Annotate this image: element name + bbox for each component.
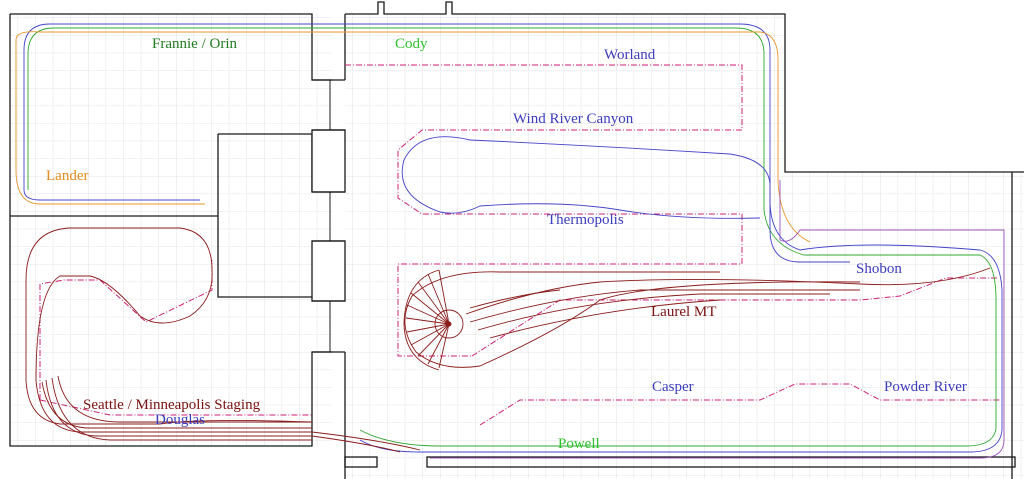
thermopolis-loop <box>469 139 850 263</box>
mainline-orange <box>15 31 811 243</box>
label-worland: Worland <box>604 47 656 63</box>
doorway-lower <box>311 240 346 302</box>
staging-yard-tracks <box>25 227 421 453</box>
track-lines <box>15 23 1005 459</box>
label-shobon: Shobon <box>856 261 902 277</box>
doorway-upper <box>311 129 346 193</box>
worland-wind-river-edge <box>345 64 743 357</box>
label-powder-river: Powder River <box>884 379 967 395</box>
label-douglas: Douglas <box>155 412 205 428</box>
bottom-shelf-long <box>426 456 1016 468</box>
bottom-shelf-small <box>344 456 378 468</box>
room-walls <box>9 1 1024 479</box>
label-casper: Casper <box>652 379 694 395</box>
label-powell: Powell <box>558 436 600 452</box>
mainline-purple <box>430 180 1005 459</box>
mainline-green <box>27 27 997 447</box>
label-lander: Lander <box>46 168 88 184</box>
lander-spur <box>15 169 205 205</box>
laurel-loop <box>404 271 861 368</box>
label-laurel-mt: Laurel MT <box>651 304 716 320</box>
frannie-spur <box>23 189 200 201</box>
label-thermopolis: Thermopolis <box>547 212 624 228</box>
turntable-roundhouse <box>403 269 464 371</box>
right-room-outline <box>344 1 1024 479</box>
label-seattle-minneapolis-staging: Seattle / Minneapolis Staging <box>83 397 261 413</box>
label-cody: Cody <box>395 36 428 52</box>
mainline-blue <box>23 23 1003 453</box>
casper-edge <box>479 383 1000 426</box>
grid <box>10 14 1024 479</box>
label-frannie-orin: Frannie / Orin <box>152 36 237 52</box>
label-wind-river-canyon: Wind River Canyon <box>513 111 634 127</box>
location-labels: Frannie / Orin Cody Worland Wind River C… <box>46 36 967 452</box>
left-room-outline <box>9 13 332 447</box>
